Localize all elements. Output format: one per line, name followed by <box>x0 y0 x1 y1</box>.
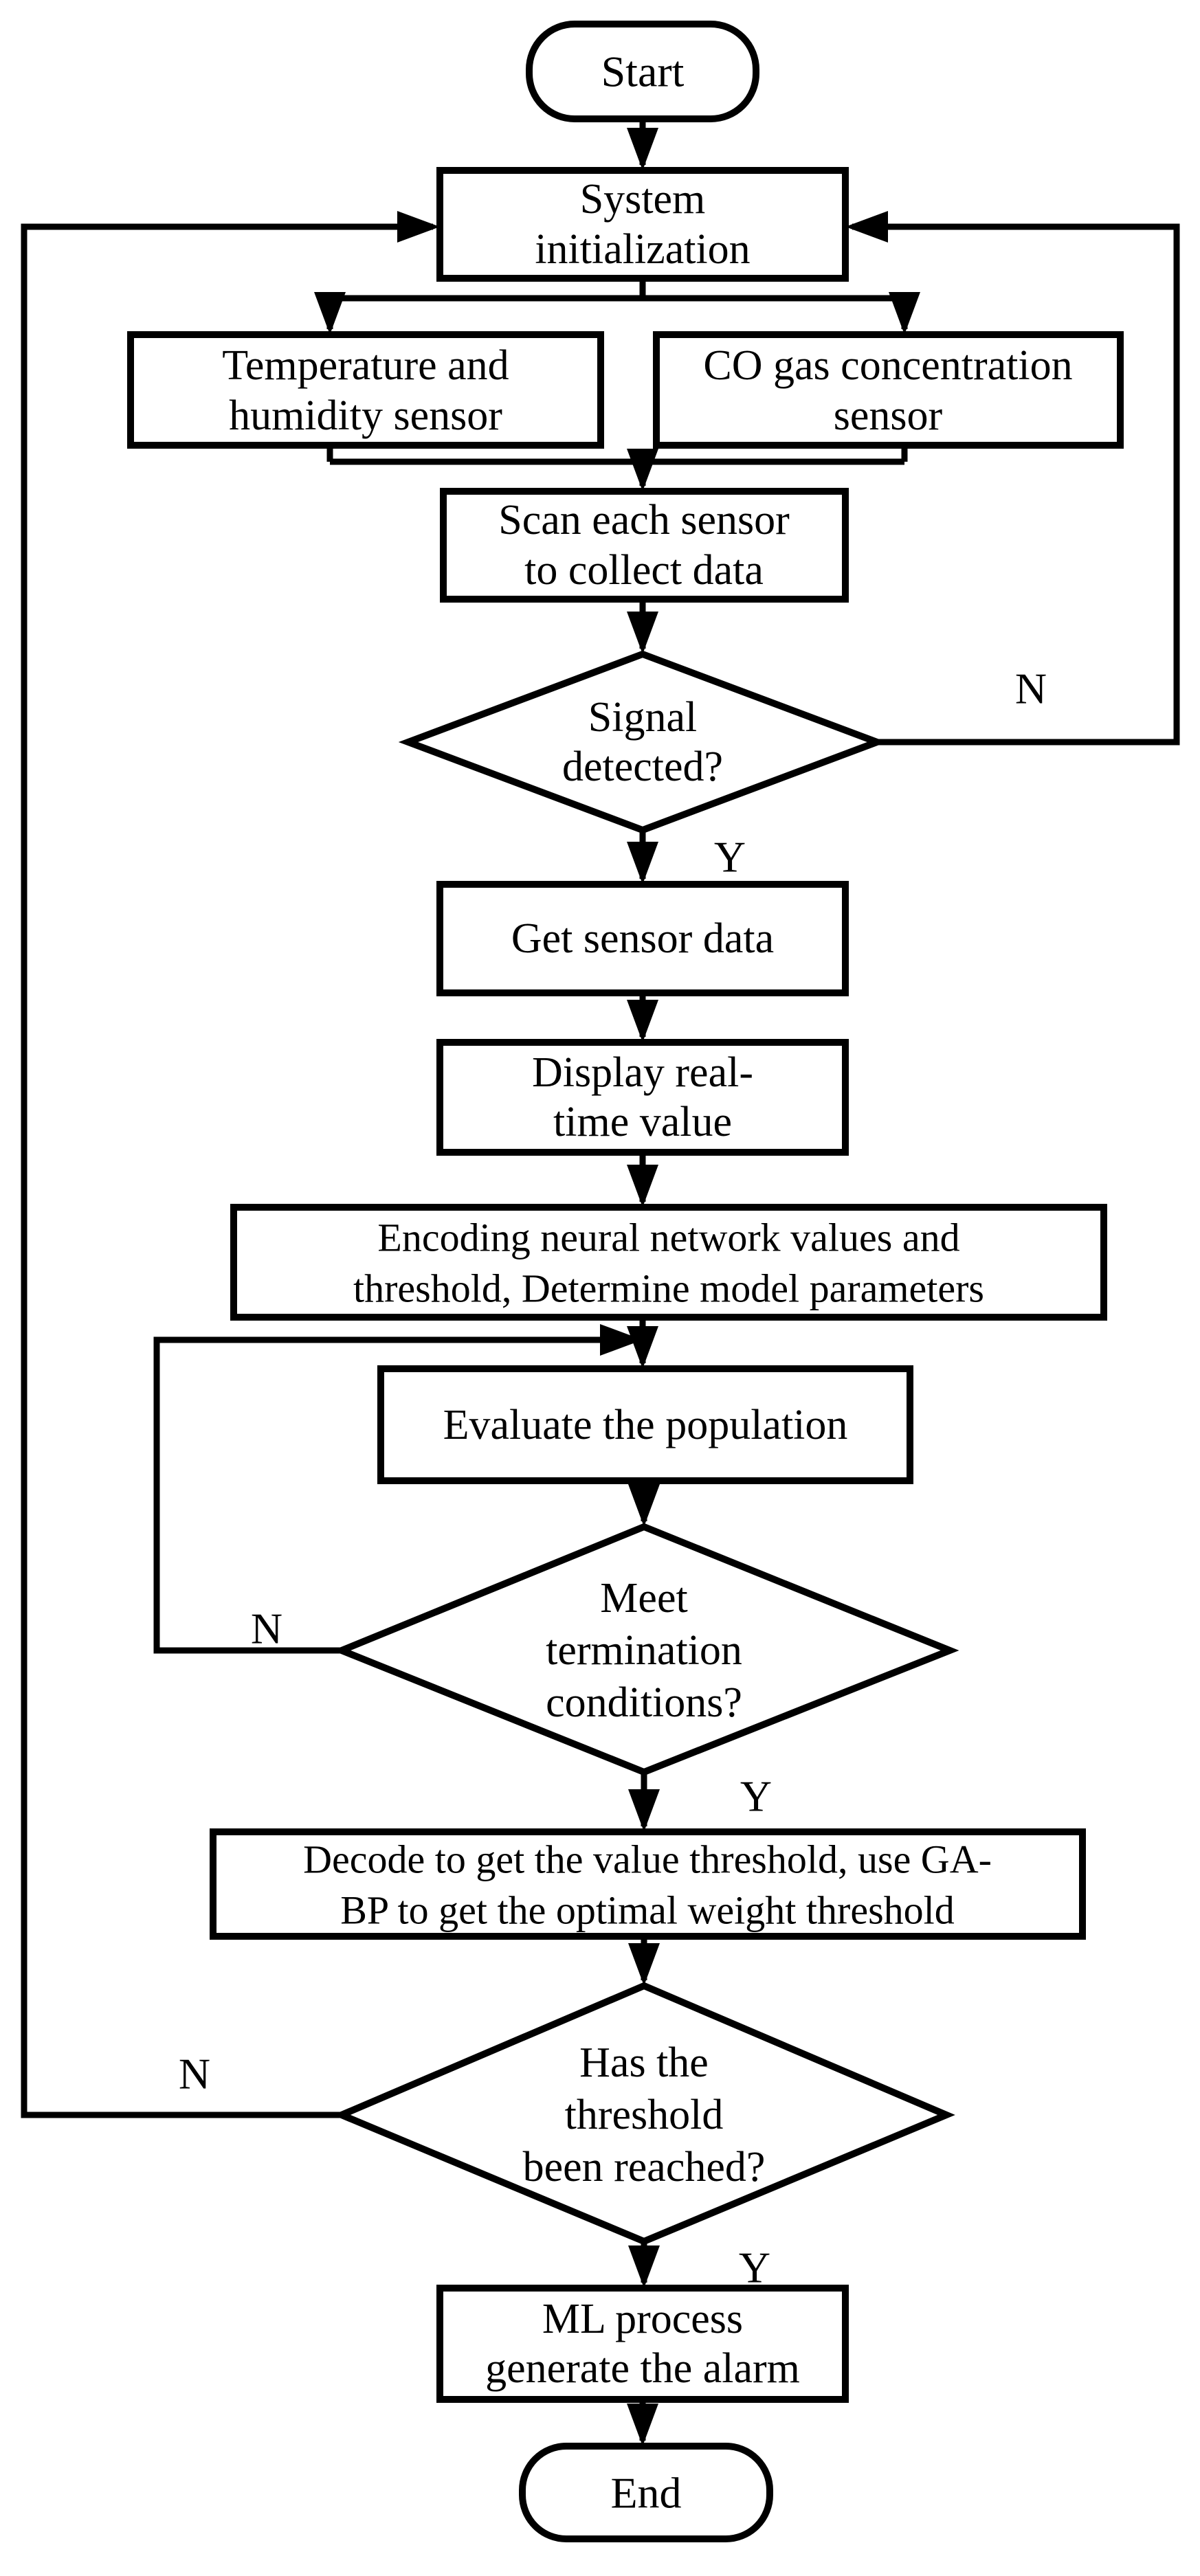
node-ml-alarm: ML process generate the alarm <box>436 2285 849 2403</box>
node-system-initialization: System initialization <box>436 167 849 282</box>
arrow-left-icon <box>845 211 888 243</box>
label-meet-yes: Y <box>740 1772 772 1821</box>
node-label: End <box>610 2469 681 2518</box>
label-signal-no: N <box>1015 664 1047 713</box>
node-label: been reached? <box>523 2144 766 2191</box>
arrow-down-icon <box>627 1000 658 1042</box>
process-shape <box>436 881 849 996</box>
arrow-down-icon <box>627 1165 658 1207</box>
label-threshold-yes: Y <box>739 2243 770 2292</box>
node-label: threshold <box>565 2092 724 2138</box>
arrow-down-icon <box>627 842 658 884</box>
edge-init-to-sensor-branch <box>326 278 908 329</box>
node-label: Has the <box>579 2039 709 2086</box>
node-label: termination <box>546 1627 742 1674</box>
node-decode-threshold: Decode to get the value threshold, use G… <box>210 1828 1086 1940</box>
arrow-down-icon <box>628 2245 660 2288</box>
node-label: to collect data <box>524 547 764 594</box>
node-label: threshold, Determine model parameters <box>353 1266 984 1311</box>
node-scan-sensors: Scan each sensor to collect data <box>440 488 849 603</box>
process-shape <box>127 331 604 449</box>
process-shape <box>436 1039 849 1156</box>
edge-signal-no-feedback <box>852 223 1180 746</box>
node-label: Temperature and <box>222 342 509 389</box>
node-label: sensor <box>834 392 943 439</box>
process-shape <box>436 2285 849 2403</box>
arrow-down-icon <box>889 292 920 335</box>
node-label: conditions? <box>546 1679 742 1726</box>
node-label: Decode to get the value threshold, use G… <box>303 1837 992 1882</box>
process-shape <box>230 1204 1107 1321</box>
node-label: Get sensor data <box>511 915 774 962</box>
label-signal-yes: Y <box>714 833 746 882</box>
decision-shape <box>333 1982 955 2245</box>
edge-sensors-merge-to-scan <box>326 445 908 486</box>
node-evaluate-population: Evaluate the population <box>377 1365 913 1484</box>
arrow-down-icon <box>314 292 346 335</box>
node-label: System <box>580 176 706 223</box>
node-start: Start <box>526 21 759 122</box>
arrow-down-icon <box>627 449 658 491</box>
arrow-down-icon <box>627 612 658 654</box>
arrow-right-icon <box>397 211 440 243</box>
node-signal-detected: Signal detected? <box>398 650 887 834</box>
edges <box>21 119 1180 2446</box>
node-label: CO gas concentration <box>703 342 1072 389</box>
node-end: End <box>519 2443 773 2542</box>
node-meet-termination: Meet termination conditions? <box>332 1523 959 1776</box>
process-shape <box>436 167 849 282</box>
node-label: BP to get the optimal weight threshold <box>340 1888 955 1933</box>
process-shape <box>210 1828 1086 1940</box>
node-label: Evaluate the population <box>443 1402 848 1448</box>
node-label: generate the alarm <box>485 2345 800 2392</box>
arrow-right-icon <box>600 1324 643 1356</box>
node-label: time value <box>553 1099 732 1145</box>
terminator-shape <box>519 2443 773 2542</box>
node-co-gas-sensor: CO gas concentration sensor <box>653 331 1124 449</box>
decision-shape <box>398 650 887 834</box>
process-shape <box>440 488 849 603</box>
node-label: initialization <box>535 226 750 273</box>
node-temperature-humidity-sensor: Temperature and humidity sensor <box>127 331 604 449</box>
node-label: ML process <box>542 2296 743 2342</box>
arrow-down-icon <box>628 1943 660 1986</box>
node-label: Start <box>601 47 685 96</box>
arrow-down-icon <box>628 1484 660 1527</box>
node-encode-network: Encoding neural network values and thres… <box>230 1204 1107 1321</box>
node-label: detected? <box>562 743 723 790</box>
process-shape <box>653 331 1124 449</box>
node-label: Signal <box>588 694 697 741</box>
node-label: Display real- <box>532 1049 753 1096</box>
arrow-down-icon <box>627 128 658 170</box>
process-shape <box>377 1365 913 1484</box>
node-label: Meet <box>600 1575 687 1622</box>
arrow-down-icon <box>628 1789 660 1832</box>
arrow-down-icon <box>627 2404 658 2446</box>
node-threshold-reached: Has the threshold been reached? <box>333 1982 955 2245</box>
edge-threshold-no-feedback <box>21 223 433 2118</box>
node-label: Scan each sensor <box>498 497 790 544</box>
arrow-down-icon <box>627 1326 658 1369</box>
label-threshold-no: N <box>179 2050 210 2098</box>
node-display-realtime-value: Display real- time value <box>436 1039 849 1156</box>
decision-shape <box>332 1523 959 1776</box>
node-get-sensor-data: Get sensor data <box>436 881 849 996</box>
edge-meet-no-loop <box>153 1336 629 1654</box>
branch-labels: N Y N Y N Y <box>179 664 1047 2292</box>
terminator-shape <box>526 21 759 122</box>
node-label: humidity sensor <box>229 392 502 439</box>
node-label: Encoding neural network values and <box>377 1216 959 1260</box>
label-meet-no: N <box>251 1604 282 1653</box>
